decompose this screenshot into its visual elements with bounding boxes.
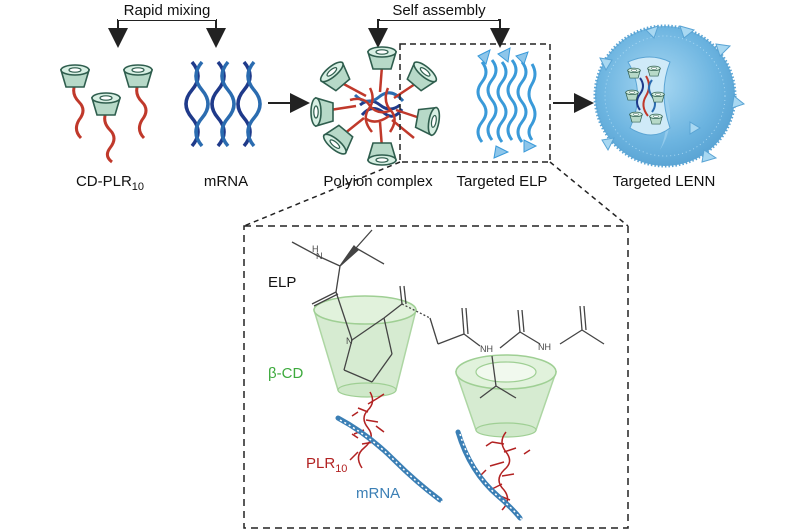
inset-elp-label: ELP [268, 274, 296, 291]
inset-mrna-right-ticks [459, 433, 523, 521]
svg-text:H: H [312, 244, 319, 254]
targeted-lenn-label: Targeted LENN [613, 173, 716, 190]
polyion-complex-label: Polyion complex [323, 173, 433, 190]
inset-mrna-label: mRNA [356, 485, 400, 502]
svg-text:NH: NH [480, 344, 493, 354]
inset-leader-left [243, 161, 401, 227]
mrna-illustration [184, 60, 262, 148]
inset-beta-cd-label: β-CD [268, 365, 303, 382]
self-assembly-label: Self assembly [392, 2, 486, 19]
polyion-complex-illustration [310, 46, 443, 166]
elp-dashed-box [399, 43, 551, 163]
inset-chemical-structure [291, 229, 605, 399]
inset-beta-cd-left [312, 295, 417, 398]
svg-text:NH: NH [538, 342, 551, 352]
cd-plr-illustration [60, 64, 153, 164]
inset-box [243, 225, 629, 529]
inset-beta-cd-right [454, 354, 558, 438]
svg-text:N: N [316, 251, 323, 261]
self-assembly-bracket: Self assembly [368, 2, 510, 48]
rapid-mixing-bracket: Rapid mixing [108, 2, 226, 48]
elp-targeting-ligands [477, 47, 538, 159]
targeted-elp-illustration [476, 59, 537, 143]
mrna-label: mRNA [204, 173, 248, 190]
inset-plr-left [349, 391, 385, 469]
cd-plr-label: CD-PLR10 [76, 173, 144, 193]
targeted-elp-label: Targeted ELP [457, 173, 548, 190]
inset-leader-right [549, 161, 629, 227]
svg-text:N: N [346, 336, 353, 346]
inset-mrna-left-ticks [339, 419, 443, 503]
inset-plr-right [479, 431, 531, 511]
inset-atom-labels: H N N NH NH NH [312, 244, 551, 354]
rapid-mixing-label: Rapid mixing [124, 2, 211, 19]
inset-plr-label: PLR10 [306, 455, 347, 475]
targeted-lenn-illustration [593, 24, 746, 168]
